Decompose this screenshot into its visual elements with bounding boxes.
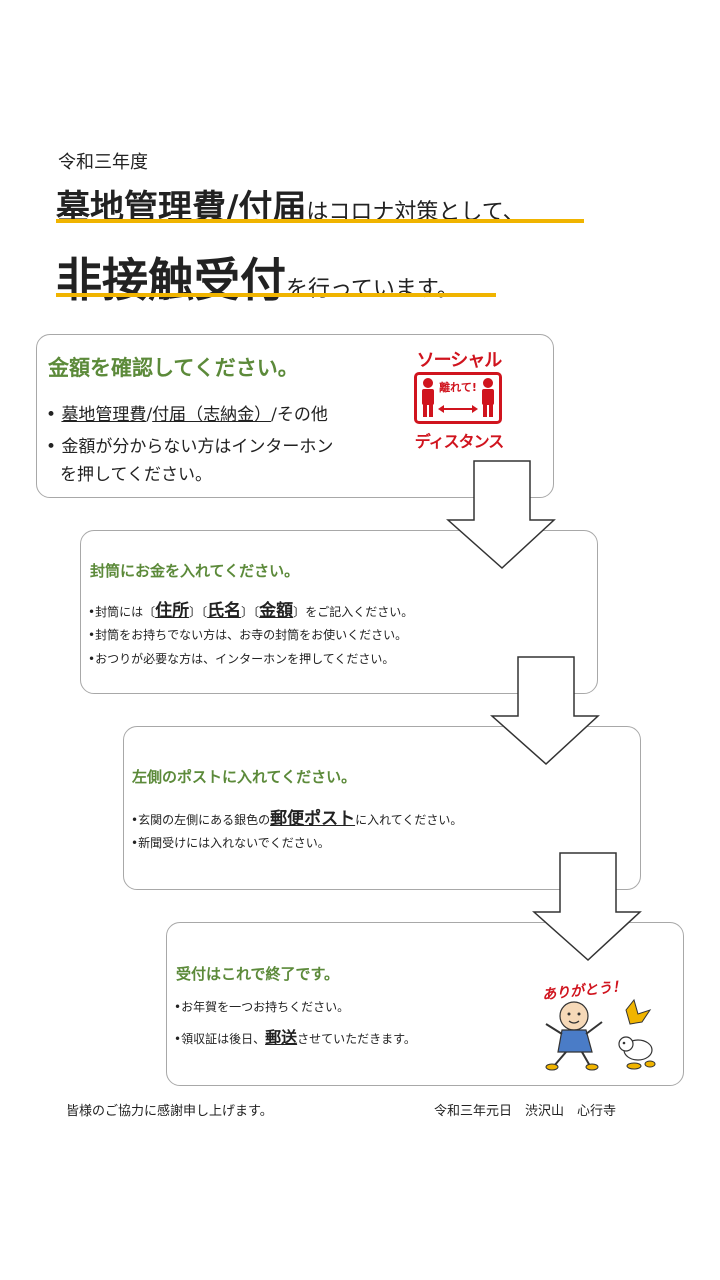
mail-post-emphasis: 郵便ポスト: [270, 809, 356, 829]
headline-emphasis-2: 非接触受付: [56, 253, 286, 307]
item-text: をご記入ください。: [305, 605, 414, 619]
item-text: に入れてください。: [355, 813, 463, 827]
fee-type-donation: 付届（志納金）: [152, 405, 272, 425]
item-text: •封筒には: [88, 605, 144, 619]
bracket: 〕: [293, 605, 306, 619]
bracket: 〕: [189, 605, 202, 619]
mail-emphasis: 郵送: [265, 1028, 298, 1047]
headline-text-2: を行っています。: [286, 277, 459, 302]
fee-type-management: 墓地管理費: [61, 405, 147, 425]
down-arrow-icon: [446, 460, 556, 570]
headline-underline-2: [56, 293, 496, 297]
bracket: 〔: [143, 605, 156, 619]
bracket: 〔: [253, 605, 260, 619]
two-people-icon: [422, 378, 494, 417]
step-4-item-2: •領収証は後日、郵送させていただきます。: [174, 1024, 416, 1048]
bracket: 〔: [201, 605, 208, 619]
item-text: •領収証は後日、: [174, 1032, 266, 1046]
step-2-item-3: •おつりが必要な方は、インターホンを押してください。: [88, 652, 395, 666]
cartoon-figures-icon: [545, 998, 656, 1071]
item-text: させていただきます。: [297, 1032, 416, 1046]
step-1-title: 金額を確認してください。: [48, 355, 299, 380]
fee-type-other: /その他: [271, 405, 328, 425]
field-address: 住所: [155, 601, 190, 621]
bullet: •: [46, 405, 57, 425]
step-2-title: 封筒にお金を入れてください。: [90, 562, 300, 580]
sign-bottom-text: ディスタンス: [414, 432, 505, 451]
separator: /: [146, 405, 153, 425]
sign-center-text: 離れて!: [439, 381, 477, 394]
step-1-item-2: • 金額が分からない方はインターホン: [46, 437, 334, 457]
item-text: •玄関の左側にある銀色の: [131, 813, 271, 827]
step-1-item-2-cont: を押してください。: [60, 465, 212, 485]
social-distance-sign: ソーシャル 離れて! ディスタンス: [410, 346, 508, 452]
step-3-title: 左側のポストに入れてください。: [132, 768, 357, 786]
headline-underline-1: [56, 219, 584, 223]
down-arrow-icon: [532, 852, 642, 962]
step-3-item-2: •新聞受けには入れないでください。: [131, 836, 330, 850]
footer-signature: 令和三年元日 渋沢山 心行寺: [434, 1104, 617, 1119]
thank-you-illustration: ありがとう！: [534, 974, 662, 1072]
step-2-item-2: •封筒をお持ちでない方は、お寺の封筒をお使いください。: [88, 628, 408, 642]
footer-thanks: 皆様のご協力に感謝申し上げます。: [66, 1104, 273, 1119]
down-arrow-icon: [490, 656, 600, 766]
step-2-item-1: •封筒には〔住所〕〔氏名〕〔金額〕をご記入ください。: [88, 596, 413, 621]
step-1-item-1: • 墓地管理費/付届（志納金）/その他: [46, 400, 328, 425]
step-3-item-1: •玄関の左側にある銀色の郵便ポストに入れてください。: [131, 804, 462, 829]
bracket: 〕: [241, 605, 254, 619]
step-4-item-1: •お年賀を一つお持ちください。: [174, 1000, 350, 1014]
field-amount: 金額: [259, 601, 294, 621]
sign-top-text: ソーシャル: [416, 350, 503, 371]
field-name: 氏名: [207, 601, 242, 621]
step-1-box: [36, 334, 554, 498]
fiscal-year-label: 令和三年度: [58, 152, 148, 173]
headline-line-2: 非接触受付を行っています。: [56, 244, 459, 310]
step-4-title: 受付はこれで終了です。: [176, 965, 340, 983]
sign-frame: 離れて!: [414, 372, 502, 424]
